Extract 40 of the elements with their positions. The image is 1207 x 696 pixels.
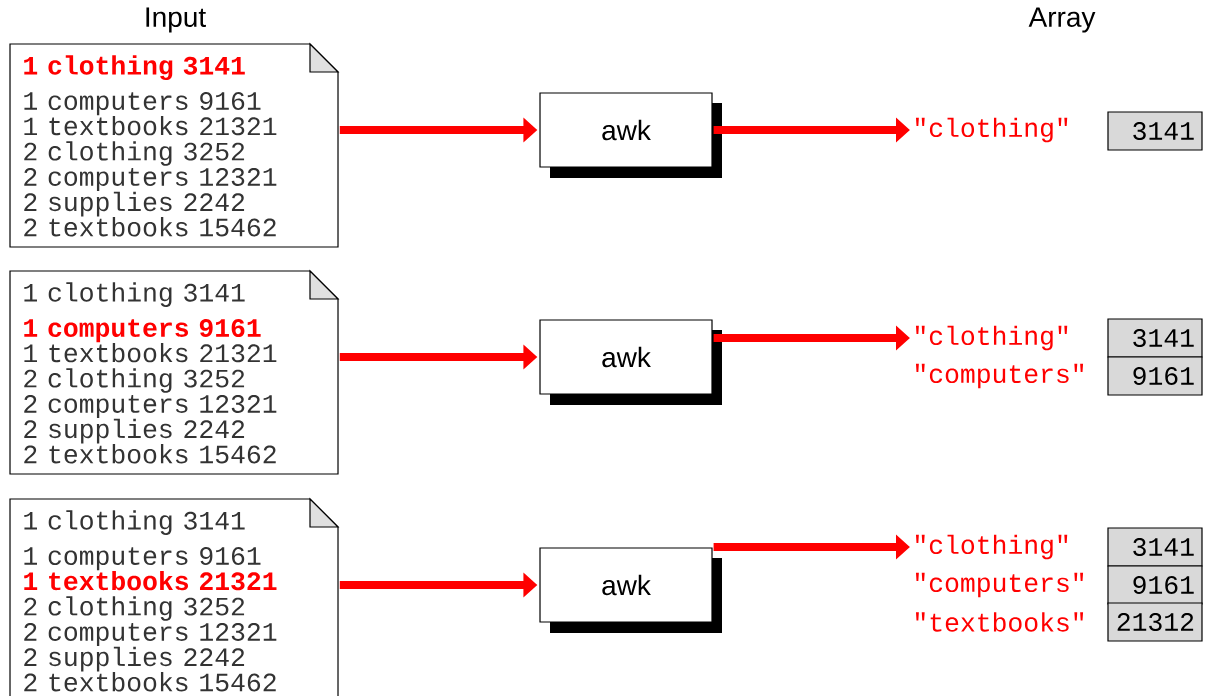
text-line: 1 clothing 3141 — [24, 510, 245, 535]
text-line: 2 supplies 2242 — [24, 418, 245, 444]
text-line: 2 textbooks 15462 — [24, 672, 276, 692]
process-box: awk — [539, 547, 722, 633]
array-cell: 3141 — [1107, 527, 1203, 567]
text-line: 2 computers 12321 — [24, 622, 277, 647]
text-line: 2 clothing 3252 — [24, 368, 245, 393]
array-key: "textbooks" — [916, 612, 1084, 632]
text-line: 2 supplies 2242 — [24, 646, 245, 672]
process-box: awk — [539, 319, 722, 405]
text-line: 1 textbooks 21321 — [24, 342, 277, 363]
array-key: "clothing" — [916, 534, 1068, 560]
text-line: 2 computers 12321 — [24, 167, 277, 192]
text-line: 1 computers 9161 — [24, 547, 261, 571]
array-key: "computers" — [916, 572, 1084, 598]
text-line: 2 textbooks 15462 — [24, 444, 276, 464]
text-line: 2 textbooks 15462 — [24, 217, 276, 237]
array-cell: 3141 — [1107, 111, 1203, 151]
document-box — [9, 270, 339, 475]
text-line: 2 supplies 2242 — [24, 191, 245, 217]
document-box — [9, 498, 339, 696]
text-line: 1 textbooks 21321 — [24, 115, 277, 136]
text-line: 2 clothing 3252 — [24, 596, 245, 621]
array-cell: 9161 — [1107, 356, 1203, 396]
array-key: "clothing" — [916, 325, 1068, 351]
process-box: awk — [539, 92, 722, 178]
array-key: "clothing" — [916, 117, 1068, 143]
document-box — [9, 43, 339, 248]
text-line: 1 textbooks 21321 — [24, 570, 277, 591]
column-title: Array — [1028, 7, 1096, 33]
text-line: 1 computers 9161 — [24, 92, 261, 116]
text-line: 2 clothing 3252 — [24, 141, 245, 166]
array-cell: 21312 — [1107, 602, 1203, 642]
array-cell: 9161 — [1107, 565, 1203, 605]
array-cell: 3141 — [1107, 318, 1203, 358]
array-key: "computers" — [916, 363, 1084, 389]
text-line: 2 computers 12321 — [24, 394, 277, 419]
text-line: 1 computers 9161 — [24, 319, 261, 343]
text-line: 1 clothing 3141 — [24, 282, 245, 307]
text-line: 1 clothing 3141 — [24, 55, 245, 80]
